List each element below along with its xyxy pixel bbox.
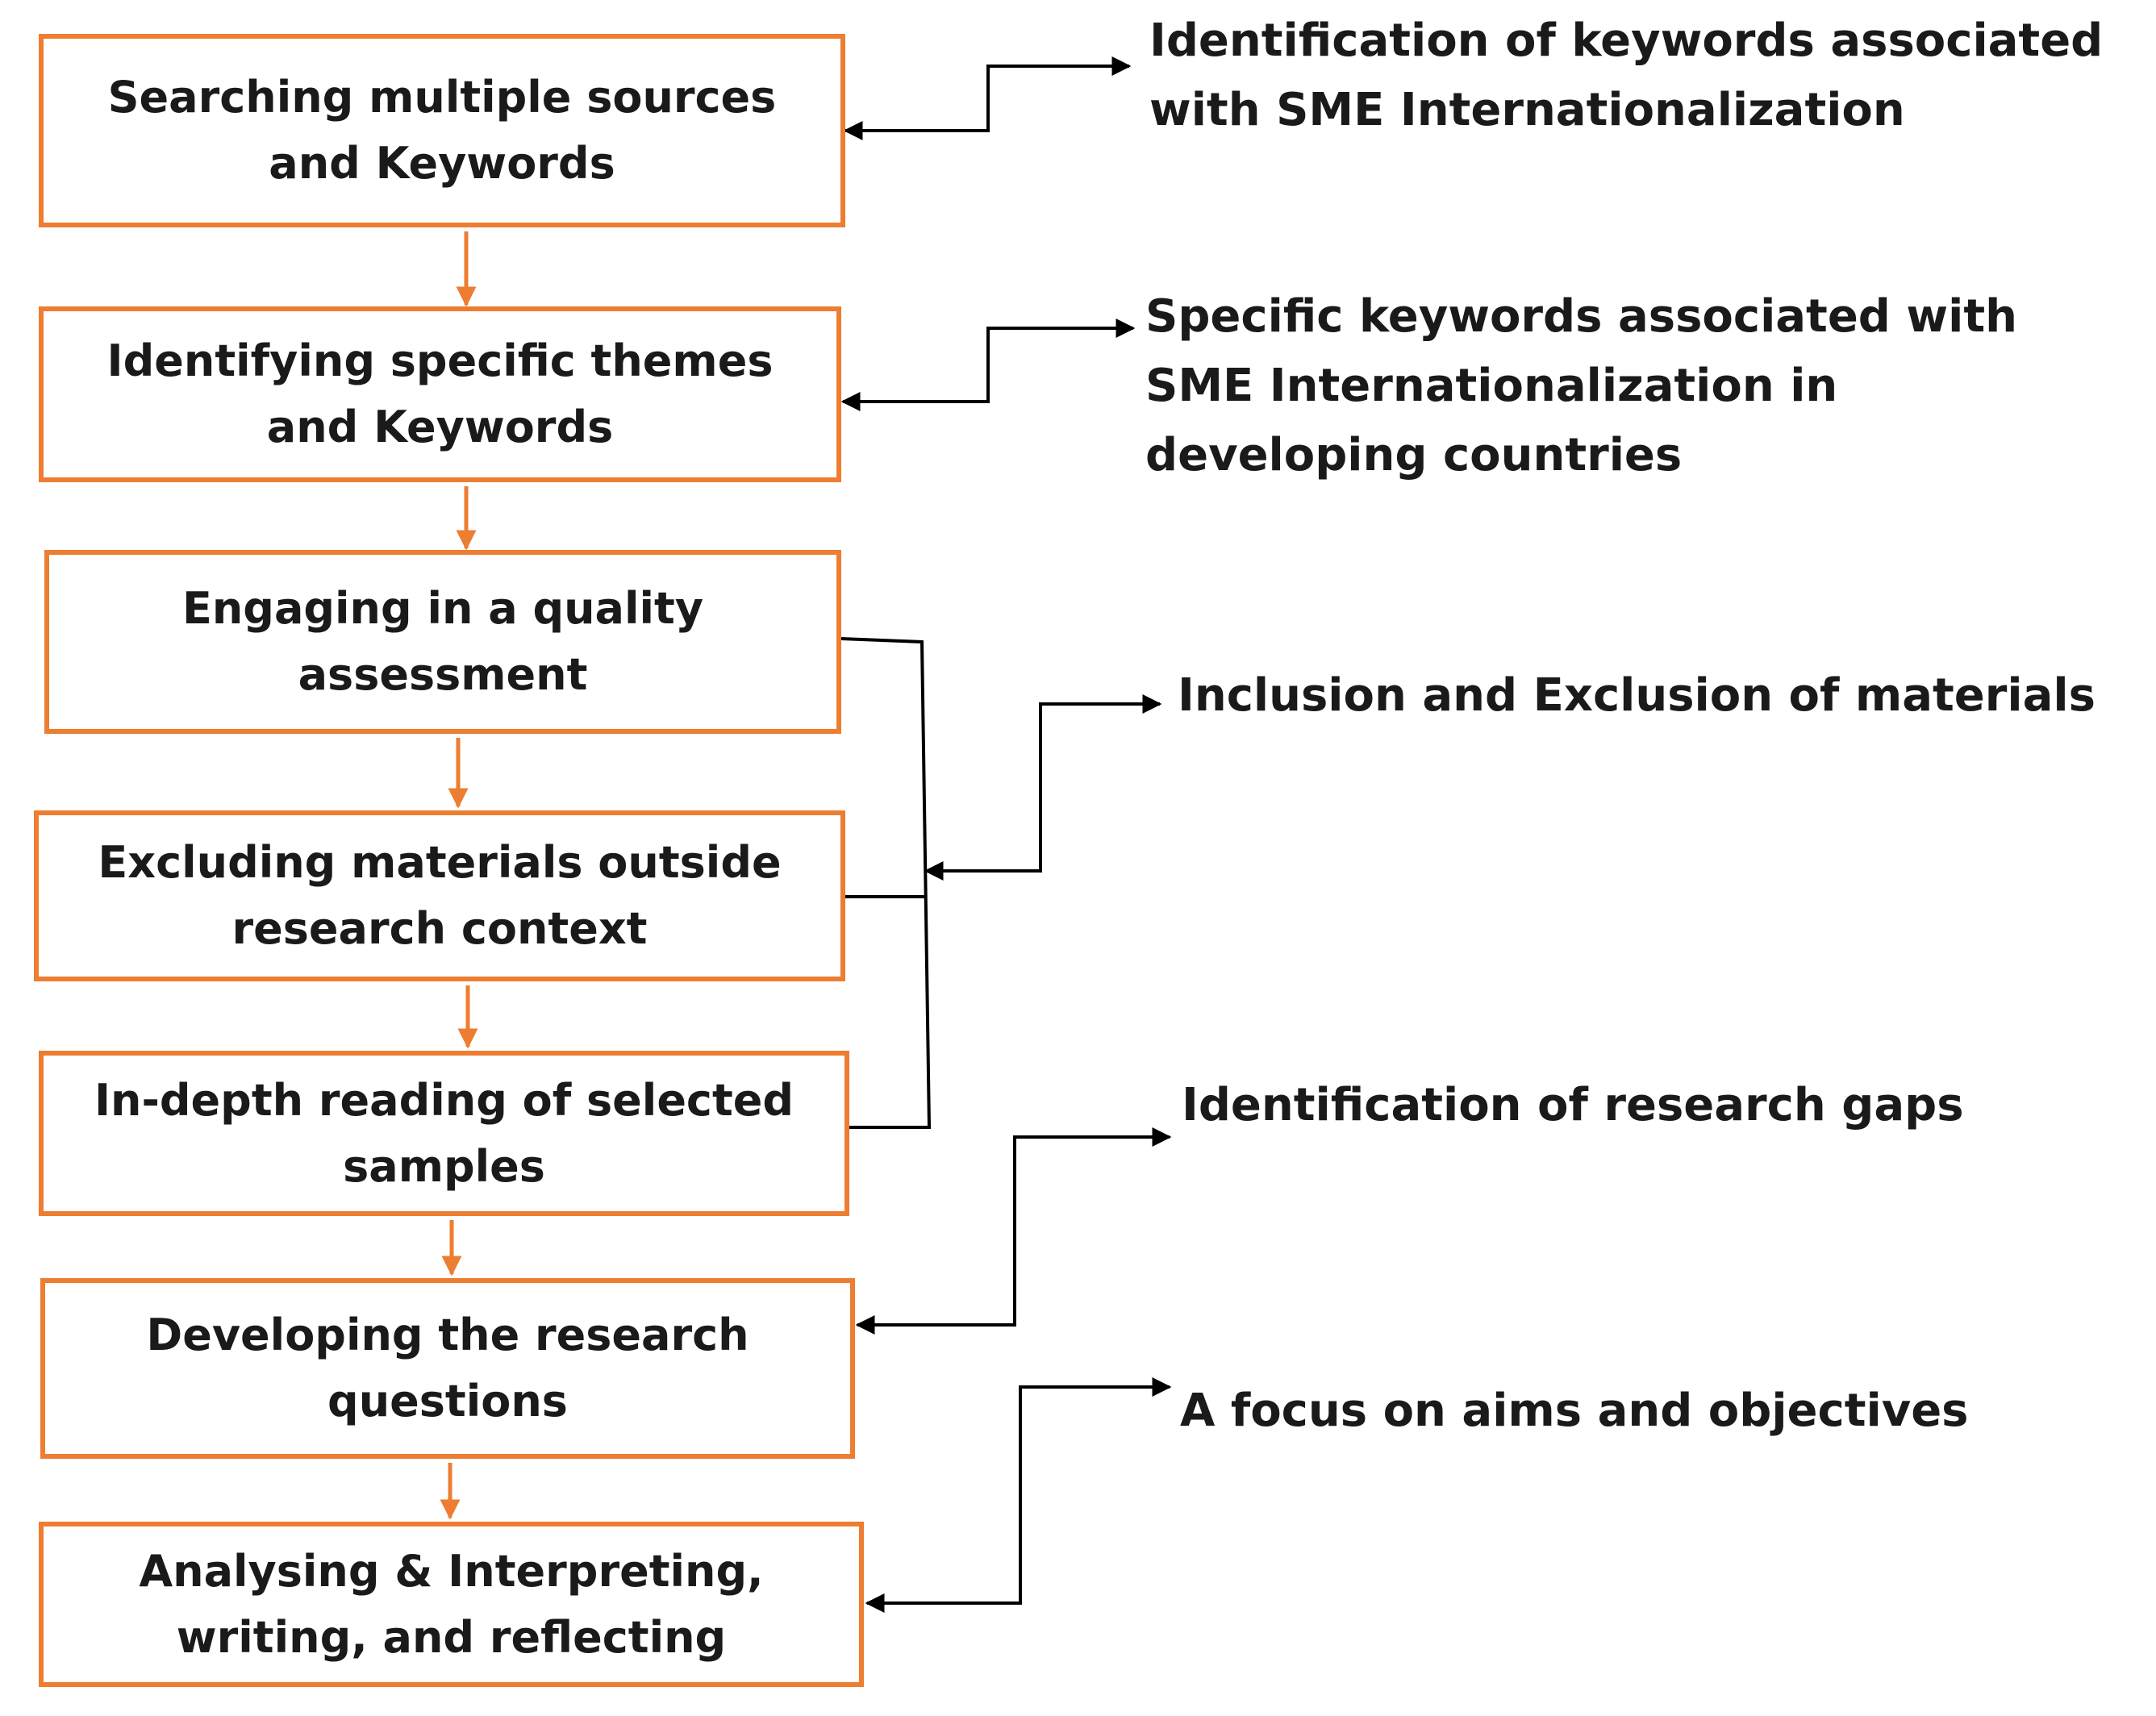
note-specific-keywords: Specific keywords associated with SME In…	[1145, 290, 2017, 481]
note-research-gaps: Identification of research gaps	[1182, 1079, 1964, 1131]
note-inclusion-exclusion: Inclusion and Exclusion of materials	[1178, 669, 2096, 722]
step-excluding-materials: Excluding materials outside research con…	[34, 810, 845, 981]
connector-4	[855, 1127, 1172, 1335]
step-in-depth-reading: In-depth reading of selected samples	[39, 1051, 849, 1216]
connector-3	[924, 694, 1162, 881]
connector-1	[843, 56, 1132, 140]
step-quality-assessment: Engaging in a quality assessment	[44, 550, 841, 734]
step-identifying-themes: Identifying specific themes and Keywords	[39, 306, 841, 482]
step-analysing: Analysing & Interpreting, writing, and r…	[39, 1522, 864, 1687]
connector-5	[865, 1377, 1172, 1613]
connector-2	[840, 319, 1136, 411]
group-bracket	[840, 637, 932, 1129]
step-searching-sources: Searching multiple sources and Keywords	[39, 34, 845, 227]
note-aims-objectives: A focus on aims and objectives	[1180, 1385, 1969, 1437]
step-research-questions: Developing the research questions	[40, 1278, 855, 1459]
note-keyword-identification: Identification of keywords associated wi…	[1149, 15, 2104, 136]
